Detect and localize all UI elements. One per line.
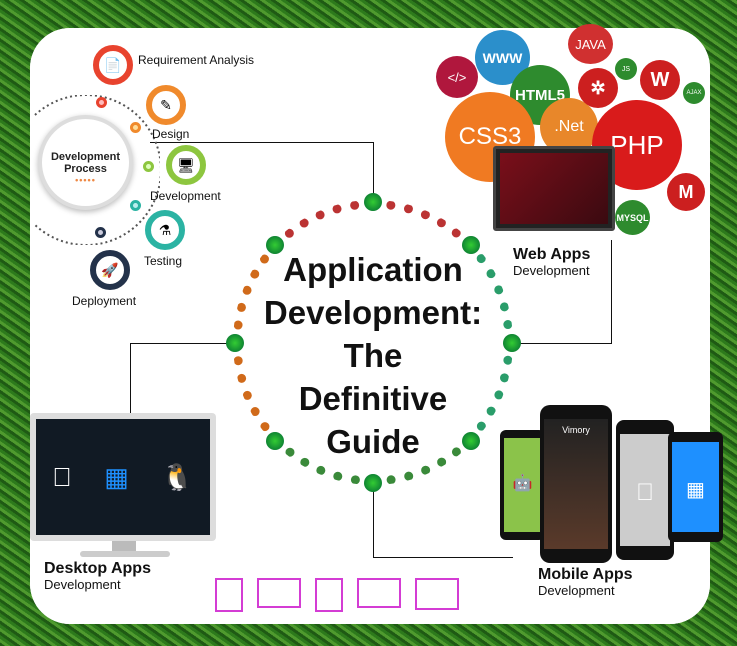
step-dot — [143, 161, 154, 172]
connector-line — [130, 343, 131, 415]
mobile-apps-title: Mobile Apps — [538, 566, 633, 583]
design-tool-icon: ✎ — [160, 96, 172, 113]
ring-node — [266, 432, 284, 450]
developer-illustration — [257, 578, 301, 608]
step-label: Deployment — [72, 294, 137, 308]
developer-illustration — [357, 578, 401, 608]
android-phone-image: 🤖 — [500, 430, 545, 540]
developer-illustration — [415, 578, 459, 610]
website-screens-image — [493, 146, 615, 231]
process-center: Development Process ••••• — [38, 115, 133, 210]
java-bubble: JAVA — [568, 24, 613, 64]
mobile-apps-caption: Mobile Apps Development — [538, 567, 633, 599]
ring-node — [226, 334, 244, 352]
step-development: 🖥 — [166, 145, 206, 185]
developer-illustration — [215, 578, 243, 612]
step-label: Testing — [144, 254, 183, 268]
step-testing: ⚗ — [145, 210, 185, 250]
linux-icon: 🐧 — [158, 461, 193, 492]
connector-line — [373, 484, 374, 558]
main-title: Application Development: The Definitive … — [245, 248, 501, 463]
title-line: Application — [283, 251, 463, 288]
desktop-apps-caption: Desktop Apps Development — [44, 561, 151, 593]
joomla-bubble: ✲ — [578, 68, 618, 108]
process-center-label: Development — [50, 151, 121, 163]
title-line: Definitive — [298, 380, 448, 417]
apple-icon:  — [620, 434, 670, 546]
step-label: Design — [152, 127, 190, 141]
process-center-label: Process — [64, 163, 107, 175]
developer-illustrations — [215, 578, 495, 614]
code-bubble: </> — [436, 56, 478, 98]
document-icon: 📄 — [104, 56, 122, 73]
step-design: ✎ — [146, 85, 186, 125]
monitor-base — [80, 551, 170, 557]
ring-node — [503, 334, 521, 352]
step-dot — [130, 200, 141, 211]
title-line: Guide — [326, 423, 420, 460]
desktop-apps-title: Desktop Apps — [44, 560, 151, 577]
www-bubble: WWW — [475, 30, 530, 85]
color-dots: ••••• — [75, 175, 96, 185]
ring-node — [462, 432, 480, 450]
mobile-apps-subtitle: Development — [538, 583, 615, 598]
desktop-monitor-image:  ▦ 🐧 — [30, 413, 216, 541]
connector-line — [130, 343, 234, 344]
step-deployment: 🚀 — [90, 250, 130, 290]
js-bubble: JS — [615, 58, 637, 80]
ring-node — [266, 236, 284, 254]
web-apps-subtitle: Development — [513, 263, 590, 278]
developer-illustration — [315, 578, 343, 612]
web-apps-caption: Web Apps Development — [513, 247, 590, 279]
connector-line — [373, 557, 513, 558]
connector-line — [611, 240, 612, 344]
step-label: Requirement Analysis — [138, 53, 255, 67]
iphone-image:  — [616, 420, 674, 560]
windows-icon: ▦ — [94, 461, 129, 492]
wordpress-bubble: W — [640, 60, 680, 100]
app-name: Vimory — [544, 419, 608, 549]
ring-node — [462, 236, 480, 254]
connector-line — [373, 142, 374, 202]
connector-line — [150, 142, 374, 143]
title-line: The — [343, 337, 403, 374]
flask-icon: ⚗ — [158, 221, 172, 238]
ajax-bubble: AJAX — [683, 82, 705, 104]
windows-icon: ▦ — [672, 442, 719, 532]
app-phone-image: Vimory — [540, 405, 612, 563]
desktop-apps-subtitle: Development — [44, 577, 121, 592]
rocket-icon: 🚀 — [101, 261, 119, 278]
connector-line — [512, 343, 612, 344]
windows-phone-image: ▦ — [668, 432, 723, 542]
step-requirement-analysis: 📄 — [93, 45, 133, 85]
title-line: Development: — [263, 294, 483, 331]
step-label: Development — [150, 189, 221, 203]
monitor-stand — [112, 541, 136, 551]
android-icon: 🤖 — [504, 438, 541, 532]
apple-icon:  — [52, 462, 72, 493]
magento-bubble: M — [667, 173, 705, 211]
monitor-code-icon: 🖥 — [177, 156, 195, 173]
step-dot — [96, 97, 107, 108]
ring-node — [364, 193, 382, 211]
web-apps-title: Web Apps — [513, 246, 591, 263]
ring-node — [364, 474, 382, 492]
step-dot — [95, 227, 106, 238]
step-dot — [130, 122, 141, 133]
mysql-bubble: MYSQL — [615, 200, 650, 235]
